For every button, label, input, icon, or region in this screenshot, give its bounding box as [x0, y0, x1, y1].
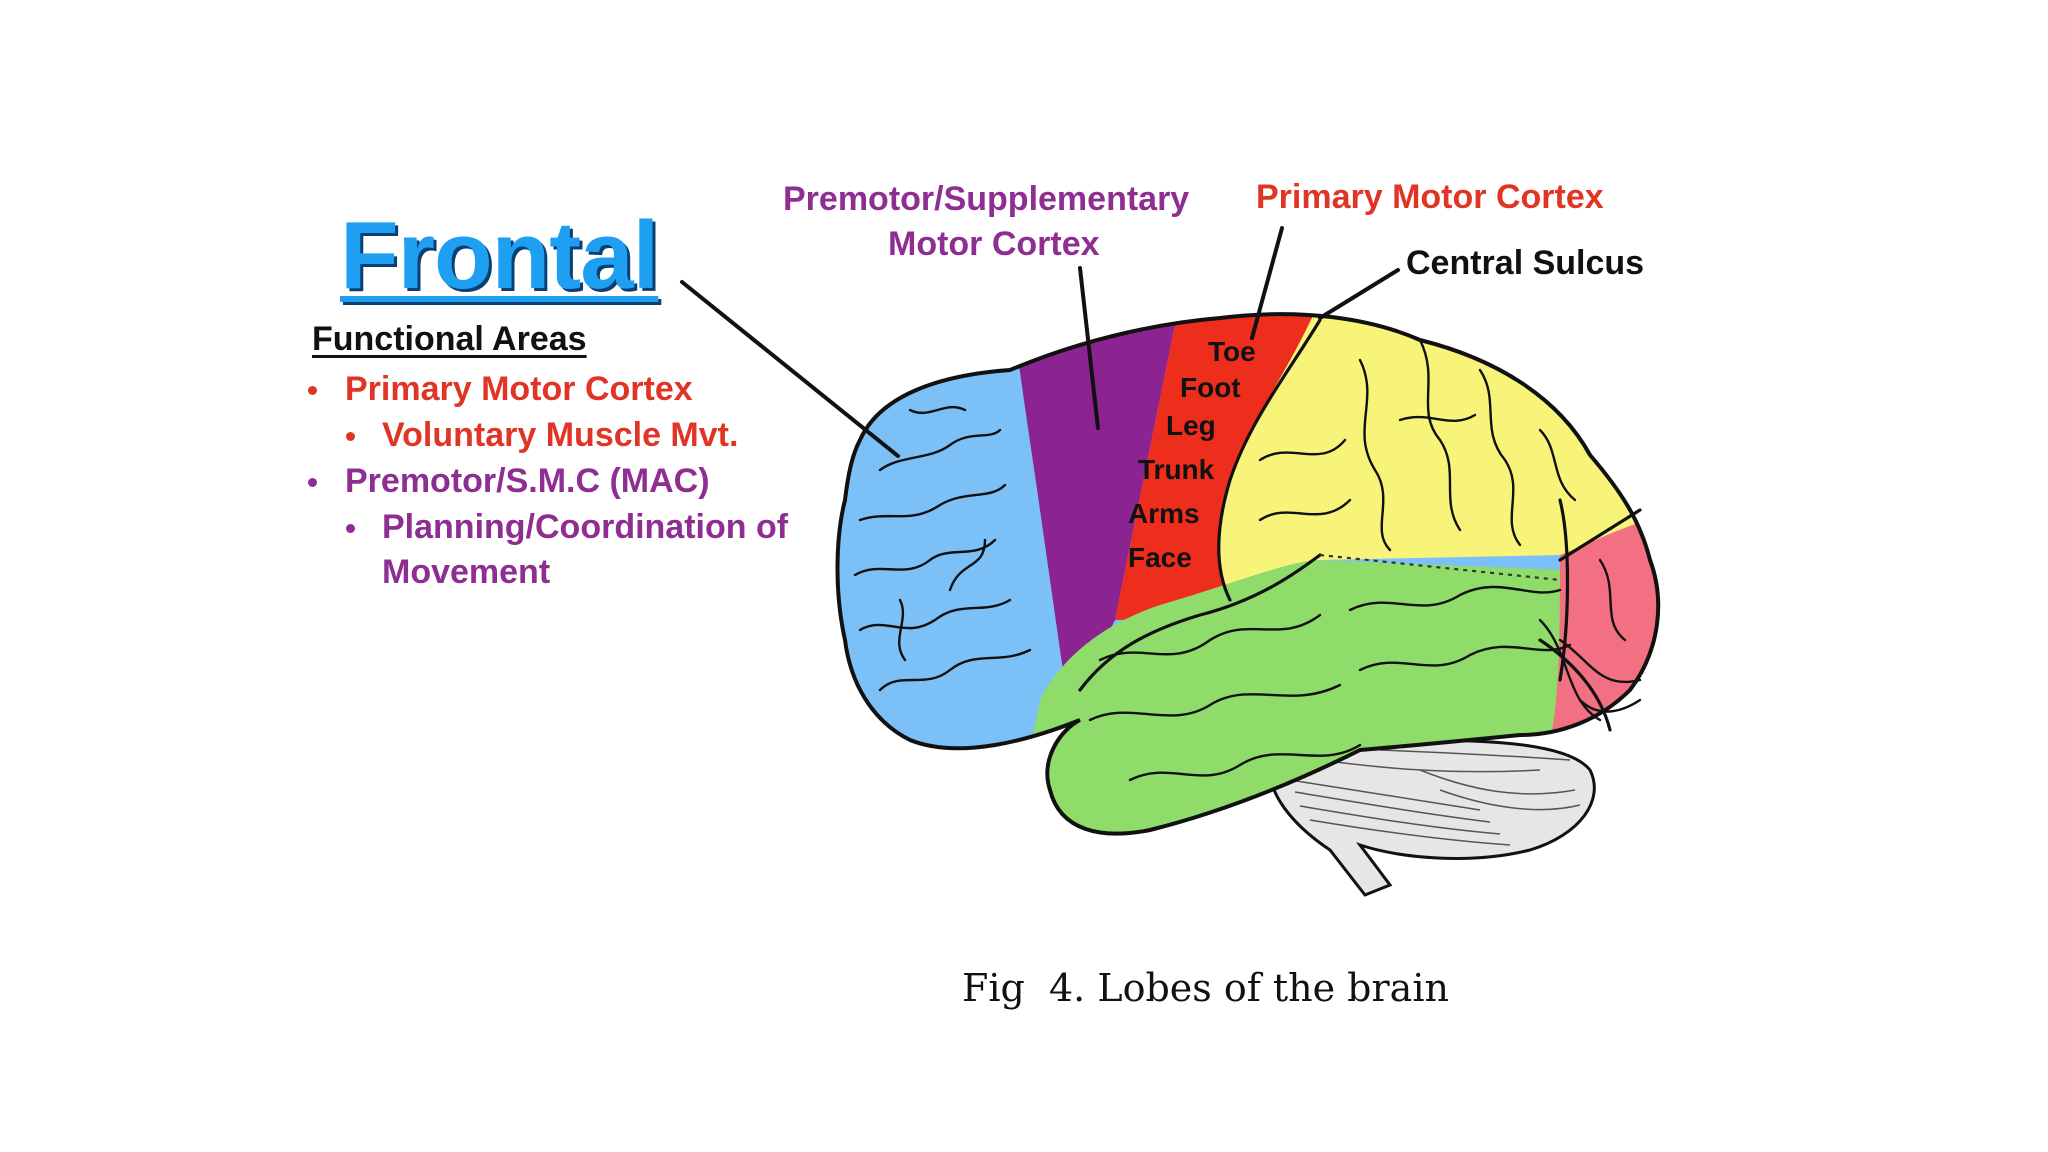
lobe-title: Frontal — [340, 202, 659, 309]
premotor-callout-line2: Motor Cortex — [888, 225, 1100, 263]
functional-area-item: Premotor/S.M.C (MAC) — [345, 462, 710, 500]
primary-motor-region — [1115, 314, 1320, 620]
bullet-dot — [308, 386, 317, 395]
bullet-dot — [346, 524, 355, 533]
motor-map-label: Toe — [1208, 336, 1256, 367]
motor-map-label: Face — [1128, 542, 1192, 573]
functional-areas-heading: Functional Areas — [312, 320, 587, 358]
functional-area-item: Primary Motor Cortex — [345, 370, 693, 408]
functional-area-subitem: Planning/Coordination of — [382, 508, 789, 546]
primary-motor-leader-line — [1250, 226, 1284, 340]
figure-caption: Fig 4. Lobes of the brain — [962, 966, 1449, 1010]
leader-lines — [680, 226, 1400, 458]
motor-map-label: Trunk — [1138, 454, 1215, 485]
brain-outline — [835, 312, 1661, 836]
lobe-boundaries — [1078, 318, 1642, 732]
cerebellum — [1268, 734, 1596, 897]
motor-map-label: Arms — [1128, 498, 1200, 529]
functional-area-subitem: Movement — [382, 553, 551, 591]
central-sulcus-callout: Central Sulcus — [1406, 244, 1645, 282]
gyri-lines — [853, 338, 1642, 782]
primary-motor-callout: Primary Motor Cortex — [1256, 178, 1604, 216]
motor-map-label: Leg — [1166, 410, 1216, 441]
bullet-dot — [308, 478, 317, 487]
premotor-leader-line — [1078, 266, 1100, 430]
premotor-callout-line1: Premotor/Supplementary — [783, 180, 1190, 218]
frontal-leader-line — [680, 280, 900, 458]
central-sulcus-leader-line — [1318, 268, 1400, 320]
bullet-dot — [346, 432, 355, 441]
functional-area-subitem: Voluntary Muscle Mvt. — [382, 416, 739, 454]
premotor-region-body — [1010, 314, 1180, 690]
motor-map-label: Foot — [1180, 372, 1241, 403]
dotted-boundary — [1319, 553, 1561, 582]
